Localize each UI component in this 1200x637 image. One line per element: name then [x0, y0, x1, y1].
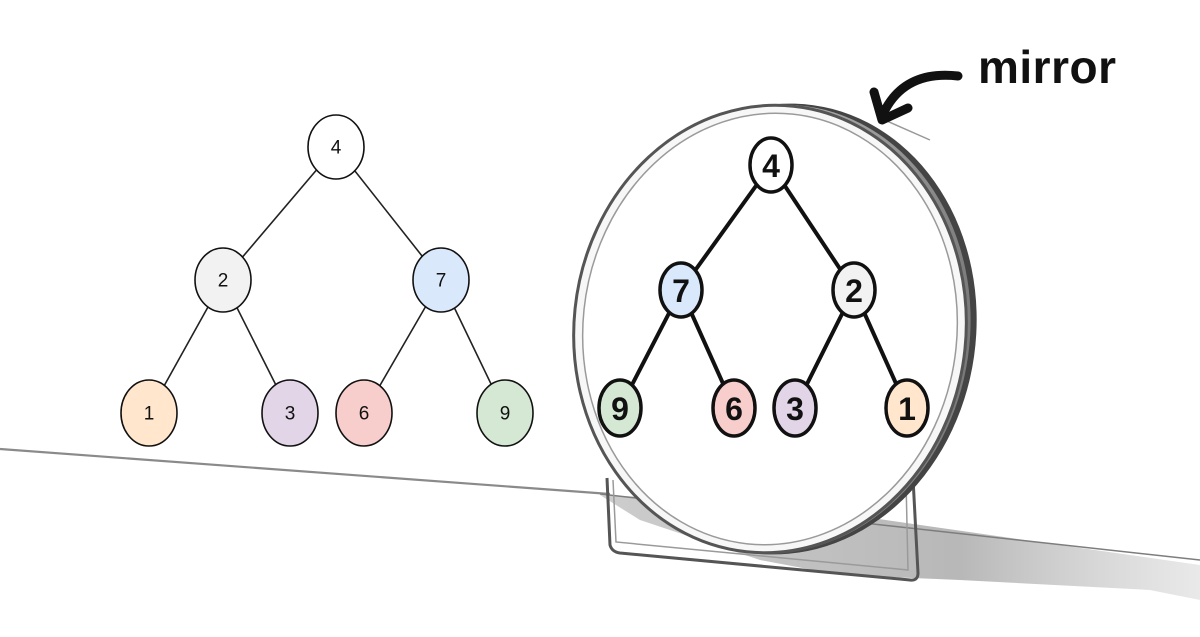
mirror-caption: mirror: [978, 41, 1117, 93]
original-node-ll: 1: [120, 379, 178, 447]
curved-arrow-icon: [869, 70, 963, 125]
mirrored-node-root: 4: [748, 136, 794, 194]
mirror-glass: [581, 112, 959, 546]
mirrored-node-label-rr: 1: [898, 391, 916, 427]
original-node-label-root: 4: [331, 138, 342, 159]
mirrored-node-circle-root: [748, 136, 794, 194]
original-node-circle-left: [194, 247, 252, 313]
original-node-circle-right: [412, 247, 470, 313]
original-node-rr: 9: [476, 379, 534, 447]
original-tree: 4 2 7 1 3 6 9: [120, 114, 534, 447]
arrow-shaft: [879, 70, 963, 117]
original-node-left: 2: [194, 247, 252, 313]
mirrored-node-label-left: 7: [672, 273, 690, 309]
mirrored-node-rr: 1: [884, 378, 930, 438]
mirrored-node-label-root: 4: [762, 148, 780, 184]
original-node-right: 7: [412, 247, 470, 313]
mirrored-node-right: 2: [831, 261, 877, 319]
mirrored-node-circle-rl: [772, 378, 818, 438]
original-node-label-right: 7: [436, 271, 447, 292]
original-node-label-rr: 9: [500, 404, 511, 425]
mirrored-node-left: 7: [658, 261, 704, 319]
round-mirror-icon: [572, 103, 977, 555]
mirror-stand: [605, 477, 920, 582]
original-node-label-rl: 6: [359, 404, 370, 425]
mirror-stand-frame: [605, 477, 920, 582]
mirror-stand-inner: [612, 479, 909, 571]
original-node-circle-rl: [335, 379, 393, 447]
ground: [0, 447, 1200, 600]
mirrored-node-circle-rr: [884, 378, 930, 438]
mirrored-node-lr: 6: [711, 378, 757, 438]
ground-line: [0, 447, 611, 496]
original-node-label-left: 2: [218, 271, 229, 292]
mirrored-node-rl: 3: [772, 378, 818, 438]
mirrored-node-circle-right: [831, 261, 877, 319]
mirrored-node-label-rl: 3: [786, 391, 804, 427]
original-node-circle-ll: [120, 379, 178, 447]
mirrored-node-circle-lr: [711, 378, 757, 438]
original-node-circle-rr: [476, 379, 534, 447]
original-node-label-ll: 1: [144, 404, 155, 425]
mirrored-node-label-lr: 6: [725, 391, 743, 427]
mirrored-node-circle-left: [658, 261, 704, 319]
original-node-circle-lr: [261, 379, 319, 447]
mirrored-tree: 4 7 2 9 6 3 1: [597, 136, 930, 438]
original-node-label-lr: 3: [285, 404, 296, 425]
original-node-lr: 3: [261, 379, 319, 447]
original-node-rl: 6: [335, 379, 393, 447]
mirrored-node-label-ll: 9: [611, 391, 629, 427]
original-node-root: 4: [307, 114, 365, 180]
arrow-head: [869, 87, 913, 125]
mirrored-node-circle-ll: [597, 378, 643, 438]
mirrored-node-label-right: 2: [845, 273, 863, 309]
original-node-circle-root: [307, 114, 365, 180]
mirrored-node-ll: 9: [597, 378, 643, 438]
